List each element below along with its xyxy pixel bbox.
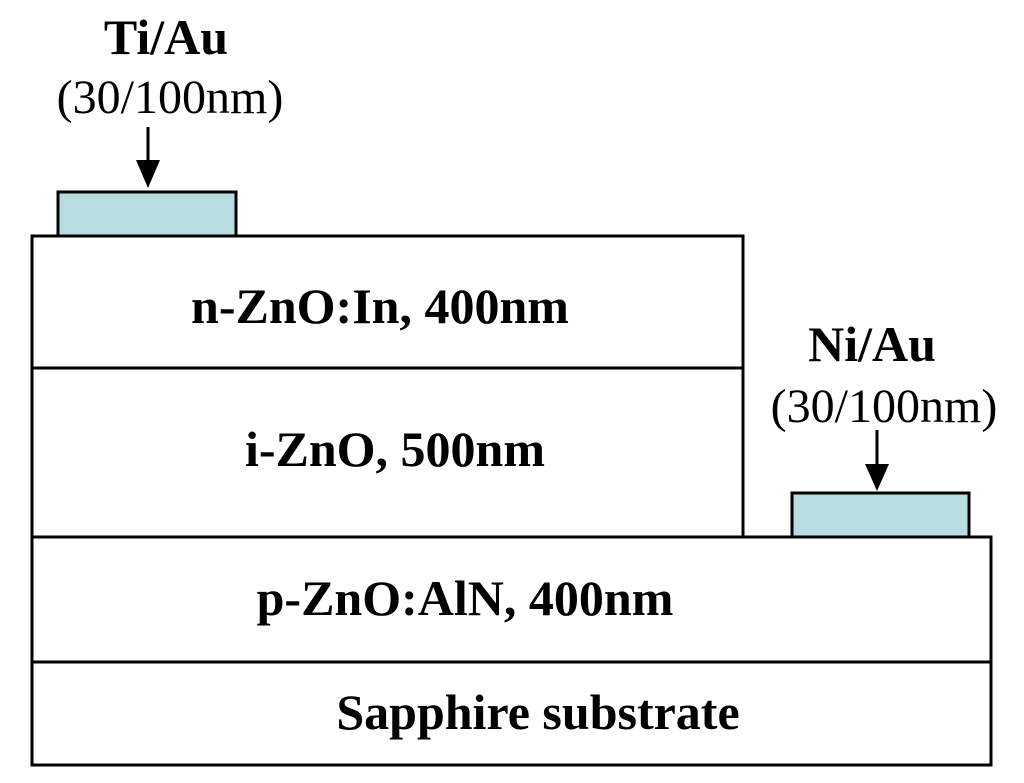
ni-au-arrow-icon [865, 464, 889, 491]
sapphire-substrate-layer [30, 660, 993, 767]
ni-au-metal-label: Ni/Au [808, 316, 936, 372]
p-zno-layer [30, 535, 993, 664]
p-zno-label: p-ZnO:AlN, 400nm [257, 570, 674, 626]
i-zno-label: i-ZnO, 500nm [245, 421, 545, 477]
ti-au-metal-label: Ti/Au [104, 9, 228, 65]
sapphire-substrate-label: Sapphire substrate [336, 684, 739, 740]
ni-au-thickness-label: (30/100nm) [771, 380, 998, 433]
ti-au-arrow-icon [136, 160, 160, 188]
ni-au-contact-pad [790, 491, 971, 539]
ti-au-contact-pad [56, 190, 238, 238]
ti-au-thickness-label: (30/100nm) [57, 71, 284, 124]
n-zno-layer [30, 234, 745, 370]
n-zno-label: n-ZnO:In, 400nm [191, 278, 569, 334]
